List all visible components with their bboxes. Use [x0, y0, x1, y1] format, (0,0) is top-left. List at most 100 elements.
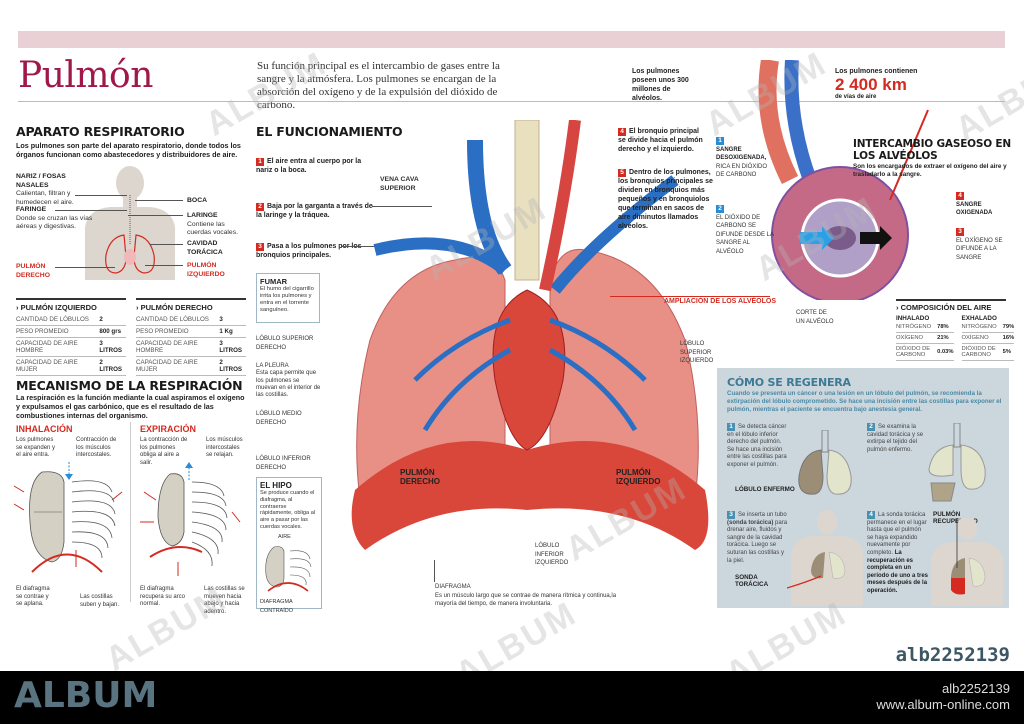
step-text: Pasa a los pulmones por los bronquios pr… [256, 243, 362, 259]
step-text: El bronquio principal se divide hacia el… [618, 128, 703, 153]
leader-line [145, 265, 183, 266]
watermark: ALBUM [949, 49, 1024, 149]
intro-text: Su función principal es el intercambio d… [257, 60, 500, 111]
leader-line [610, 296, 770, 297]
cell-value: 3 LITROS [213, 337, 246, 357]
fumar-text: El humo del cigarrillo irrita los pulmon… [260, 286, 314, 313]
footer-bar [0, 671, 1024, 724]
regenera-title: CÓMO SE REGENERA [727, 376, 851, 389]
regenera-body-4-icon [931, 518, 1003, 606]
cell-key: NITRÓGENO [961, 322, 997, 333]
cell-value: 5% [996, 343, 1015, 361]
item-number: 2 [716, 205, 724, 213]
cell-value: 0.03% [931, 343, 954, 361]
lungs-illustration-icon [351, 120, 709, 550]
item-bold: SANGRE DESOXIGENADA, [716, 146, 767, 162]
cell-key: NITRÓGENO [896, 322, 932, 333]
step-number: 4 [618, 128, 626, 136]
label-nariz-desc: Calientan, filtran y humedecen el aire. [16, 190, 74, 206]
divider [130, 422, 131, 602]
step-number: 3 [727, 511, 735, 519]
step-text: El aire entra al cuerpo por la nariz o l… [256, 158, 362, 174]
label-sonda: SONDA TORÁCICA [735, 574, 769, 588]
label-nariz-title: NARIZ / FOSAS NASALES [16, 173, 66, 189]
step-number: 1 [256, 158, 264, 166]
step-text-bold: (sonda torácica) [727, 519, 774, 526]
label-faringe: FARINGE Donde se cruzan las vías aéreas … [16, 206, 96, 232]
aparato-title: APARATO RESPIRATORIO [16, 124, 185, 139]
header-divider [18, 101, 1005, 102]
expiracion-label-4: Las costillas se mueven hacia abajo y ha… [204, 586, 245, 615]
step-text-pre: Se inserta un tubo [738, 512, 787, 518]
inhalacion-label-2: Contracción de los músculos intercostale… [76, 437, 117, 458]
cell-value: 1 Kg [213, 325, 246, 338]
stat-airways: Los pulmones contienen 2 400 km de vías … [835, 67, 917, 102]
inhalacion-title: INHALACIÓN [16, 424, 73, 434]
mecanismo-title: MECANISMO DE LA RESPIRACIÓN [16, 378, 243, 393]
label-laringe-title: LARINGE [187, 212, 218, 219]
inhalacion-diagram-icon [13, 462, 123, 573]
step-number: 1 [727, 423, 735, 431]
footer-logo[interactable]: ALBUM [14, 675, 158, 716]
cell-value: 16% [996, 332, 1015, 344]
label-faringe-title: FARINGE [16, 206, 47, 213]
alveolus-illustration-icon [758, 60, 929, 300]
regenera-lungs-2-icon [928, 423, 986, 502]
cell-key: PESO PROMEDIO [16, 325, 94, 338]
label-nariz: NARIZ / FOSAS NASALES Calientan, filtran… [16, 173, 96, 207]
expiracion-title: EXPIRACIÓN [140, 424, 197, 434]
expiracion-label-3: El diafragma recupera su arco normal. [140, 586, 186, 607]
item-number: 1 [716, 137, 724, 145]
leader-line [55, 267, 115, 268]
item-text: RICA EN DIÓXIDO DE CARBONO [716, 163, 768, 179]
cell-key: OXÍGENO [896, 332, 932, 344]
step-text: Baja por la garganta a través de la lari… [256, 203, 373, 219]
footer-info: alb2252139 www.album-online.com [876, 681, 1010, 713]
label-laringe-desc: Contiene las cuerdas vocales. [187, 220, 239, 237]
inhalacion-label-1: Los pulmones se expanden y el aire entra… [16, 437, 56, 458]
step-number: 3 [256, 243, 264, 251]
cell-value: 3 LITROS [93, 337, 126, 357]
aparato-subtitle: Los pulmones son parte del aparato respi… [16, 141, 241, 159]
regenera-body-3-icon [787, 510, 863, 606]
label-pulmon-derecho: PULMÓN DERECHO [16, 263, 50, 279]
composicion-title: › COMPOSICIÓN DEL AIRE [896, 299, 1006, 312]
cell-key: CAPACIDAD DE AIRE MUJER [16, 356, 94, 376]
step-text: Se detecta cáncer en el lóbulo inferior … [727, 424, 787, 468]
cell-key: PESO PROMEDIO [136, 325, 214, 338]
label-pulmon-derecho-main: PULMÓN DERECHO [400, 468, 441, 486]
regenera-lungs-1-icon [798, 430, 852, 495]
leader-line [75, 195, 127, 196]
page-title: Pulmón [18, 55, 153, 96]
step-number: 2 [867, 423, 875, 431]
hipo-title: EL HIPO [260, 481, 292, 490]
header-band [18, 31, 1005, 48]
label-vena-cava: VENA CAVA SUPERIOR [380, 176, 419, 192]
body-silhouette-icon [85, 166, 175, 280]
label-lobulo-inferior-derecho: LÓBULO INFERIOR DERECHO [256, 456, 311, 471]
label-ampliacion: AMPLIACIÓN DE LOS ALVÉOLOS [664, 298, 777, 305]
cell-value: 2 [93, 314, 126, 326]
footer-url[interactable]: www.album-online.com [876, 697, 1010, 712]
label-lobulo-enfermo: LÓBULO ENFERMO [735, 486, 795, 493]
diafragma-title: DIAFRAGMA [435, 584, 471, 590]
